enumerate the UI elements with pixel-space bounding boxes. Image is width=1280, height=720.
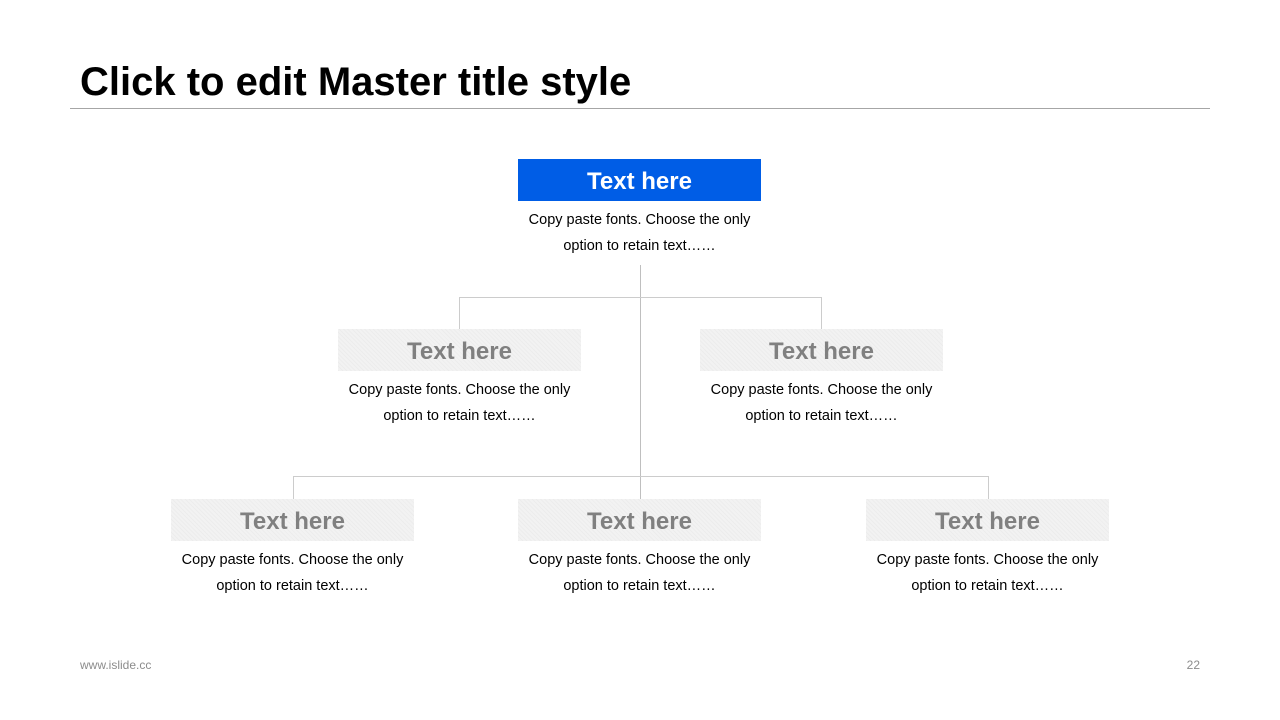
org-node-level2-right-label[interactable]: Text here — [700, 329, 943, 371]
org-node-level3-center-description[interactable]: Copy paste fonts. Choose the only option… — [528, 552, 751, 594]
org-node-level2-right[interactable]: Text here Copy paste fonts. Choose the o… — [700, 329, 943, 429]
org-node-level2-left-description[interactable]: Copy paste fonts. Choose the only option… — [348, 382, 571, 424]
footer-website: www.islide.cc — [80, 658, 152, 672]
org-node-top-description[interactable]: Copy paste fonts. Choose the only option… — [528, 212, 751, 254]
org-node-level3-right-description[interactable]: Copy paste fonts. Choose the only option… — [876, 552, 1099, 594]
org-node-level3-left[interactable]: Text here Copy paste fonts. Choose the o… — [171, 499, 414, 599]
org-node-level3-right[interactable]: Text here Copy paste fonts. Choose the o… — [866, 499, 1109, 599]
org-node-level3-center-label[interactable]: Text here — [518, 499, 761, 541]
org-node-top[interactable]: Text here Copy paste fonts. Choose the o… — [518, 159, 761, 259]
org-node-level2-left-label[interactable]: Text here — [338, 329, 581, 371]
title-divider — [70, 108, 1210, 109]
page-number: 22 — [1186, 658, 1200, 672]
org-node-level3-left-label[interactable]: Text here — [171, 499, 414, 541]
org-node-level3-center[interactable]: Text here Copy paste fonts. Choose the o… — [518, 499, 761, 599]
org-node-level3-left-description[interactable]: Copy paste fonts. Choose the only option… — [181, 552, 404, 594]
slide-title[interactable]: Click to edit Master title style — [80, 60, 632, 104]
org-node-level2-right-description[interactable]: Copy paste fonts. Choose the only option… — [710, 382, 933, 424]
org-node-top-label[interactable]: Text here — [518, 159, 761, 201]
org-node-level3-right-label[interactable]: Text here — [866, 499, 1109, 541]
org-node-level2-left[interactable]: Text here Copy paste fonts. Choose the o… — [338, 329, 581, 429]
